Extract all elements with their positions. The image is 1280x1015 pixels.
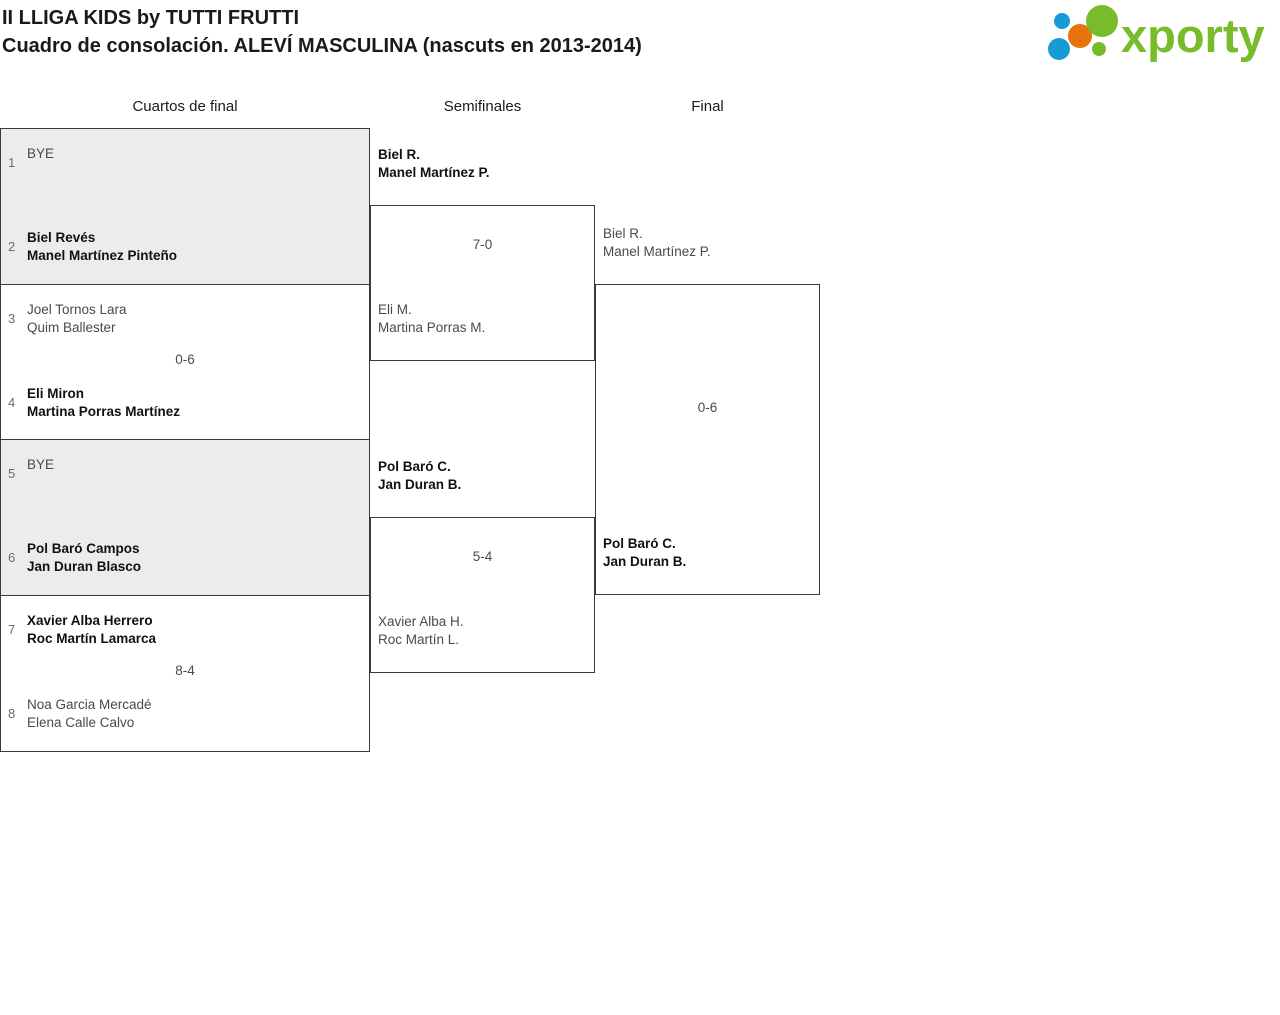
player-name-2: Manel Martínez Pinteño [27, 248, 178, 263]
match-slot-semifinal-1-bottom[interactable]: Eli M. Martina Porras M. [378, 301, 601, 337]
logo-dot-blue-bottom [1048, 38, 1070, 60]
player-name-1: Xavier Alba H. [378, 614, 464, 629]
player-name-1: Biel Revés [27, 230, 96, 245]
team-names: Xavier Alba Herrero Roc Martín Lamarca [27, 612, 156, 648]
match-slot-semifinal-2-top[interactable]: Pol Baró C. Jan Duran B. [378, 458, 601, 494]
match-score: 0-6 [175, 352, 195, 367]
seed-number: 2 [8, 239, 16, 254]
seed-number: 7 [8, 622, 16, 637]
player-name-2: Jan Duran B. [603, 554, 687, 569]
match-slot-seed-4[interactable]: 4 Eli Miron Martina Porras Martínez [1, 385, 369, 421]
player-name-1: Biel R. [603, 226, 643, 241]
round-header-semifinals: Semifinales [443, 98, 522, 115]
seed-number: 4 [8, 395, 16, 410]
match-slot-seed-7[interactable]: 7 Xavier Alba Herrero Roc Martín Lamarca [1, 612, 369, 648]
seed-number: 3 [8, 311, 16, 326]
page-title: II LLIGA KIDS by TUTTI FRUTTI Cuadro de … [2, 4, 642, 60]
xporty-logo-icon: xporty [1048, 5, 1265, 62]
logo-wordmark: xporty [1121, 9, 1265, 62]
round-header-final: Final [691, 98, 724, 115]
logo-dot-green-large [1086, 5, 1118, 37]
page-header: II LLIGA KIDS by TUTTI FRUTTI Cuadro de … [0, 0, 1280, 90]
match-slot-seed-3[interactable]: 3 Joel Tornos Lara Quim Ballester [1, 301, 369, 337]
team-names: Biel R. Manel Martínez P. [378, 146, 490, 182]
team-names: Pol Baró C. Jan Duran B. [378, 458, 461, 494]
match-semifinal-1[interactable]: Biel R. Manel Martínez P. 7-0 Eli M. Mar… [370, 147, 595, 361]
seed-number: 6 [8, 550, 16, 565]
player-name-2: Jan Duran Blasco [27, 559, 142, 574]
player-name-1: Joel Tornos Lara [27, 302, 127, 317]
player-name-2: Martina Porras Martínez [27, 404, 181, 419]
player-name-1: Eli Miron [27, 386, 84, 401]
player-name-2: Jan Duran B. [378, 477, 462, 492]
team-names: Biel Revés Manel Martínez Pinteño [27, 229, 177, 265]
logo-dot-blue-top [1054, 13, 1070, 29]
bye-label: BYE [27, 457, 55, 472]
match-slot-seed-1[interactable]: 1 BYE [1, 145, 369, 172]
match-slot-final-bottom[interactable]: Pol Baró C. Jan Duran B. [603, 535, 826, 571]
match-quarterfinal-1[interactable]: 1 BYE 2 Biel Revés Manel Martínez Pinteñ… [0, 128, 370, 285]
match-quarterfinal-2[interactable]: 3 Joel Tornos Lara Quim Ballester 0-6 4 … [0, 284, 370, 441]
player-name-1: Pol Baró C. [378, 459, 451, 474]
team-names: Joel Tornos Lara Quim Ballester [27, 301, 127, 337]
title-line-2: Cuadro de consolación. ALEVÍ MASCULINA (… [2, 35, 642, 57]
match-slot-seed-5[interactable]: 5 BYE [1, 456, 369, 483]
round-header-quarterfinals: Cuartos de final [132, 98, 238, 115]
team-names: Biel R. Manel Martínez P. [603, 225, 711, 261]
player-name-2: Manel Martínez P. [378, 165, 490, 180]
player-name-2: Martina Porras M. [378, 320, 486, 335]
match-slot-seed-8[interactable]: 8 Noa Garcia Mercadé Elena Calle Calvo [1, 696, 369, 732]
logo-dot-green-small [1092, 42, 1106, 56]
player-name-1: Biel R. [378, 147, 421, 162]
match-slot-seed-2[interactable]: 2 Biel Revés Manel Martínez Pinteño [1, 229, 369, 265]
team-names: Xavier Alba H. Roc Martín L. [378, 613, 464, 649]
xporty-logo[interactable]: xporty [1043, 4, 1275, 64]
match-final[interactable]: Biel R. Manel Martínez P. 0-6 Pol Baró C… [595, 226, 820, 595]
match-score: 5-4 [472, 549, 493, 564]
match-slot-semifinal-1-top[interactable]: Biel R. Manel Martínez P. [378, 146, 601, 182]
seed-number: 5 [8, 466, 16, 481]
logo-dot-orange [1068, 24, 1092, 48]
player-name-2: Roc Martín L. [378, 632, 460, 647]
match-slot-seed-6[interactable]: 6 Pol Baró Campos Jan Duran Blasco [1, 540, 369, 576]
player-name-2: Roc Martín Lamarca [27, 631, 157, 646]
player-name-2: Quim Ballester [27, 320, 116, 335]
match-slot-semifinal-2-bottom[interactable]: Xavier Alba H. Roc Martín L. [378, 613, 601, 649]
team-names: Eli Miron Martina Porras Martínez [27, 385, 180, 421]
match-quarterfinal-3[interactable]: 5 BYE 6 Pol Baró Campos Jan Duran Blasco [0, 439, 370, 596]
team-names: Noa Garcia Mercadé Elena Calle Calvo [27, 696, 152, 732]
match-quarterfinal-4[interactable]: 7 Xavier Alba Herrero Roc Martín Lamarca… [0, 595, 370, 752]
player-name-1: Pol Baró Campos [27, 541, 140, 556]
bye-label: BYE [27, 146, 55, 161]
match-score: 7-0 [472, 237, 493, 252]
team-names: Pol Baró C. Jan Duran B. [603, 535, 686, 571]
player-name-1: Eli M. [378, 302, 412, 317]
title-line-1: II LLIGA KIDS by TUTTI FRUTTI [2, 7, 300, 29]
player-name-1: Pol Baró C. [603, 536, 676, 551]
player-name-2: Manel Martínez P. [603, 244, 711, 259]
player-name-2: Elena Calle Calvo [27, 715, 135, 730]
player-name-1: Xavier Alba Herrero [27, 613, 153, 628]
seed-number: 1 [8, 155, 16, 170]
match-score: 8-4 [175, 663, 195, 678]
match-semifinal-2[interactable]: Pol Baró C. Jan Duran B. 5-4 Xavier Alba… [370, 459, 595, 673]
seed-number: 8 [8, 706, 16, 721]
match-slot-final-top[interactable]: Biel R. Manel Martínez P. [603, 225, 826, 261]
team-names: Pol Baró Campos Jan Duran Blasco [27, 540, 141, 576]
match-score: 0-6 [697, 400, 718, 415]
team-names: Eli M. Martina Porras M. [378, 301, 485, 337]
player-name-1: Noa Garcia Mercadé [27, 697, 152, 712]
